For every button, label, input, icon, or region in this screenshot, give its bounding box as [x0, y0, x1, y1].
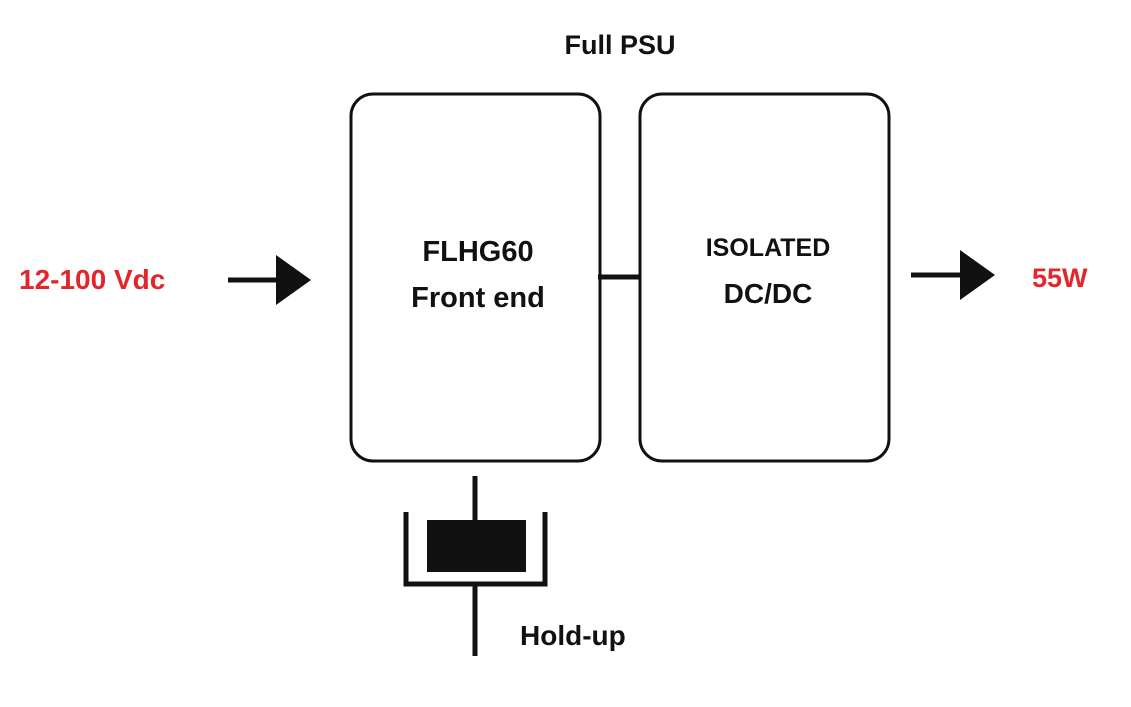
diagram-title: Full PSU	[564, 30, 676, 60]
front-end-subtitle: Front end	[411, 282, 545, 314]
input-voltage-label: 12-100 Vdc	[19, 264, 166, 295]
holdup-capacitor-body	[427, 520, 526, 572]
holdup-label: Hold-up	[520, 620, 626, 651]
front-end-block	[349, 92, 602, 463]
holdup-capacitor-symbol	[403, 476, 548, 656]
front-end-title: FLHG60	[422, 236, 534, 268]
isolated-title: ISOLATED	[705, 234, 831, 262]
output-power-label: 55W	[1032, 263, 1088, 293]
isolated-subtitle: DC/DC	[723, 278, 813, 309]
